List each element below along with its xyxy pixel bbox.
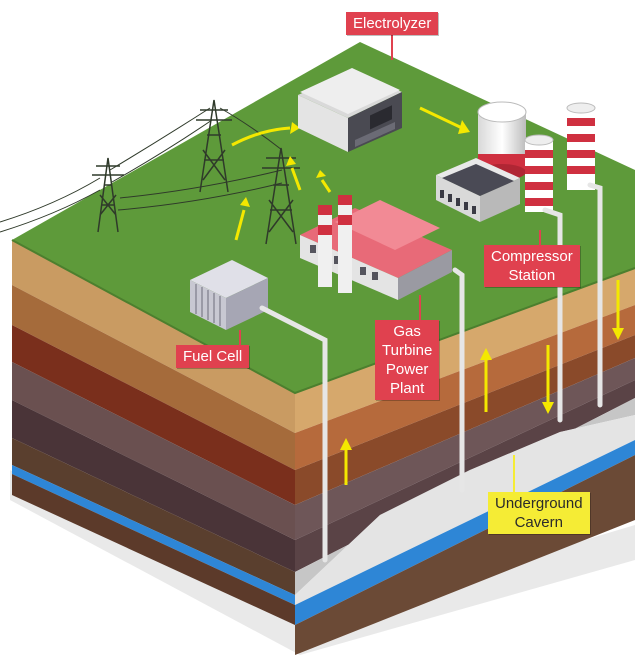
gas-label-line3: Power [385,361,429,378]
compressor-label-line2: Station [508,267,556,284]
electrolyzer-label-text: Electrolyzer [353,15,432,32]
compressor-label-line1: Compressor [491,248,573,265]
fuel-cell-label-text: Fuel Cell [183,348,243,365]
cavern-label-line1: Underground [495,495,583,512]
fuel-cell-label: Fuel Cell [176,345,250,368]
gas-label-line4: Plant [390,380,425,397]
pipes [259,182,603,563]
gas-label-line2: Turbine [382,342,433,359]
gas-turbine-power-plant-label: Gas Turbine Power Plant [375,320,440,400]
electrolyzer-label: Electrolyzer [346,12,439,35]
vertical-flow-arrows [344,280,620,485]
label-leaders [239,32,541,345]
storage-tank-icon [524,134,554,212]
underground-cavern-label: Underground Cavern [488,492,590,534]
fuel-cell-icon [190,260,268,330]
compressor-station-label: Compressor Station [484,245,580,287]
gas-label-line1: Gas [393,323,421,340]
left-face-strata [12,240,295,625]
compressor-building-icon [436,158,520,222]
transmission-tower-icon [196,99,232,193]
transmission-tower-icon [262,147,300,245]
electrolyzer-building-icon [298,68,402,152]
storage-tank-icon [566,102,596,190]
transmission-tower-icon [92,157,124,233]
underground-cavern [295,398,635,595]
energy-flow-arrows [231,106,463,241]
power-plant-icon [300,195,452,300]
cavern-label-line2: Cavern [514,514,563,531]
